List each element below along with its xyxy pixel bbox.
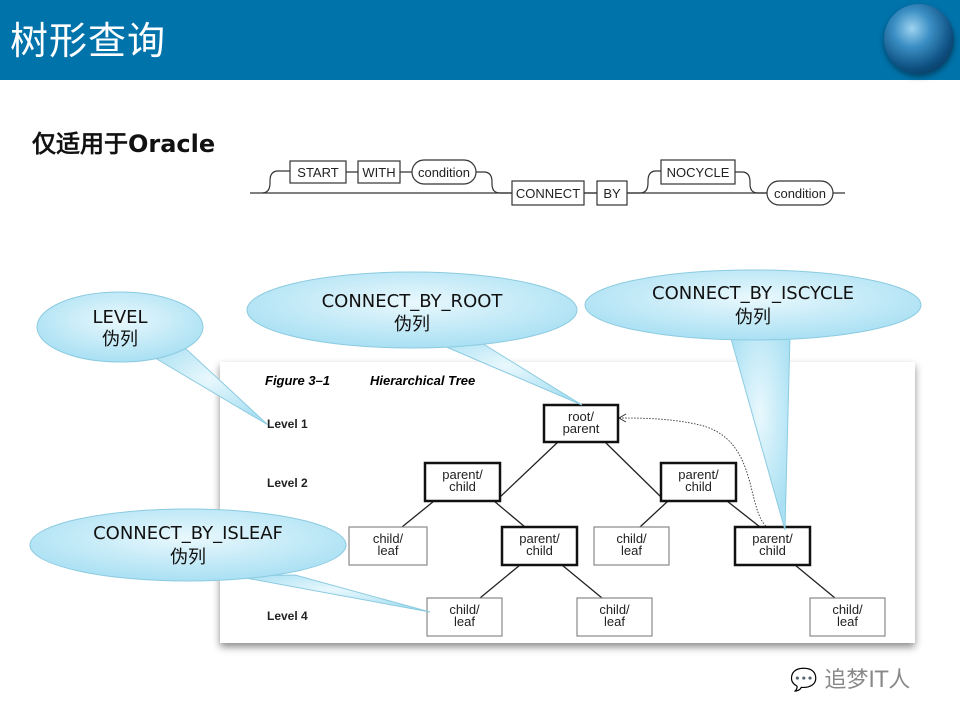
tree-node-parent-child: parent/child xyxy=(733,525,812,567)
tree-node-label: child/ xyxy=(832,602,863,617)
tree-node-label: child/ xyxy=(373,531,404,546)
level-label: Level 4 xyxy=(267,609,308,623)
watermark-text: 追梦IT人 xyxy=(824,668,911,693)
tree-node-label: child xyxy=(685,479,712,494)
header-bar: 树形查询 xyxy=(0,0,960,80)
tree-node-child-leaf: child/leaf xyxy=(576,597,653,637)
wechat-icon: 💬 xyxy=(790,668,818,693)
tree-node-label: leaf xyxy=(621,543,642,558)
tree-node-label: parent/ xyxy=(519,531,560,546)
syntax-by: BY xyxy=(603,186,621,201)
callout-title: LEVEL xyxy=(92,307,147,328)
tree-node-label: child xyxy=(759,543,786,558)
callout-title: CONNECT_BY_ISCYCLE xyxy=(652,283,854,304)
syntax-connect: CONNECT xyxy=(516,186,580,201)
syntax-condition: condition xyxy=(774,186,826,201)
subtitle: 仅适用于Oracle xyxy=(32,130,216,158)
figure-title: Hierarchical Tree xyxy=(370,373,475,388)
tree-node-label: root/ xyxy=(568,409,594,424)
level-label: Level 1 xyxy=(267,417,308,431)
tree-node-label: child xyxy=(526,543,553,558)
callout-sub: 伪列 xyxy=(170,547,206,568)
tree-node-label: leaf xyxy=(378,543,399,558)
tree-node-label: child/ xyxy=(616,531,647,546)
tree-node-child-leaf: child/leaf xyxy=(809,597,886,637)
watermark: 💬 追梦IT人 xyxy=(790,662,910,694)
callout-title: CONNECT_BY_ROOT xyxy=(322,291,504,312)
tree-node-child-leaf: child/leaf xyxy=(426,597,503,637)
level-label: Level 2 xyxy=(267,476,308,490)
callout-connect-by-iscycle xyxy=(584,269,922,531)
callout-level xyxy=(36,291,269,426)
syntax-with: WITH xyxy=(362,165,395,180)
tree-node-label: parent xyxy=(563,421,600,436)
callout-connect-by-isleaf xyxy=(29,508,431,613)
syntax-condition: condition xyxy=(418,165,470,180)
callout-title: CONNECT_BY_ISLEAF xyxy=(93,523,283,544)
tree-node-parent-child: parent/child xyxy=(423,461,502,503)
tree-node-label: parent/ xyxy=(442,467,483,482)
tree-node-parent-child: parent/child xyxy=(500,525,579,567)
tree-node-label: parent/ xyxy=(752,531,793,546)
tree-node-label: leaf xyxy=(454,614,475,629)
tree-node-label: leaf xyxy=(604,614,625,629)
syntax-nocycle: NOCYCLE xyxy=(667,165,730,180)
tree-node-root: root/parent xyxy=(542,403,620,444)
tree-node-child-leaf: child/leaf xyxy=(348,526,428,566)
globe-icon xyxy=(884,4,954,74)
tree-node-label: parent/ xyxy=(678,467,719,482)
figure-number: Figure 3–1 xyxy=(265,373,330,388)
callout-sub: 伪列 xyxy=(394,314,430,335)
tree-node-label: child xyxy=(449,479,476,494)
syntax-start: START xyxy=(297,165,338,180)
tree-node-parent-child: parent/child xyxy=(659,461,738,503)
callout-sub: 伪列 xyxy=(735,307,771,328)
callout-sub: 伪列 xyxy=(102,329,138,350)
tree-node-child-leaf: child/leaf xyxy=(593,526,670,566)
page-title: 树形查询 xyxy=(10,19,167,63)
tree-node-label: leaf xyxy=(837,614,858,629)
callout-connect-by-root xyxy=(246,271,583,406)
tree-node-label: child/ xyxy=(449,602,480,617)
tree-node-label: child/ xyxy=(599,602,630,617)
